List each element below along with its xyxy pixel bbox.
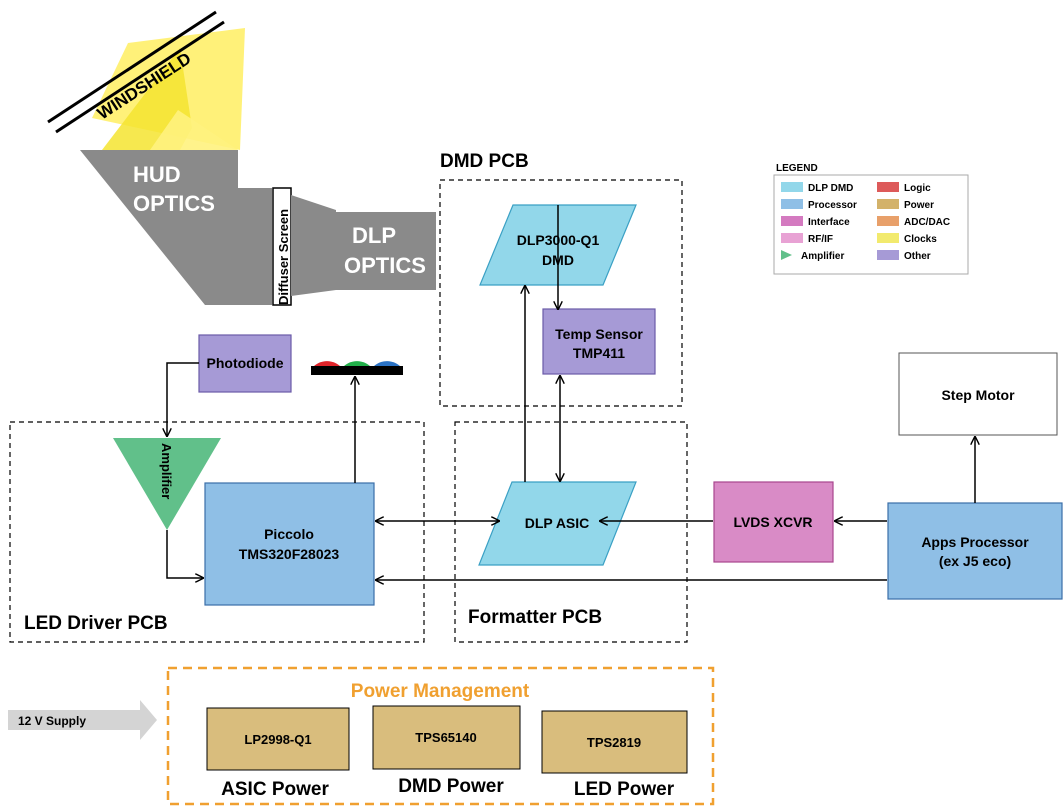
- dlp-asic-block: DLP ASIC: [478, 481, 637, 566]
- photodiode-to-amp-arrow: [167, 362, 199, 436]
- light-beam: [92, 28, 245, 150]
- legend-swatch: [877, 182, 899, 192]
- power-chip-label: TPS65140: [415, 730, 476, 745]
- hud-optics-label-2: OPTICS: [133, 191, 215, 216]
- legend-swatch: [781, 182, 803, 192]
- formatter-pcb-group: [454, 421, 688, 643]
- legend-label: Other: [904, 251, 931, 262]
- dlp-optics: DLP OPTICS: [291, 195, 436, 296]
- legend-label: Amplifier: [801, 251, 844, 262]
- connections: [167, 205, 975, 580]
- legend-label: Clocks: [904, 234, 937, 245]
- legend-swatch: [781, 250, 792, 260]
- legend-swatch: [877, 233, 899, 243]
- amplifier-block: Amplifier: [113, 438, 221, 530]
- legend-swatch: [781, 199, 803, 209]
- dlp-asic-label: DLP ASIC: [525, 515, 590, 531]
- lvds-xcvr-block: LVDS XCVR: [713, 481, 834, 563]
- dlp-optics-label-1: DLP: [352, 223, 396, 248]
- legend-swatch: [877, 250, 899, 260]
- legend-label: DLP DMD: [808, 183, 853, 194]
- power-chip-led: TPS2819 LED Power: [541, 710, 688, 800]
- rgb-led-icon: [311, 361, 403, 375]
- diffuser-label: Diffuser Screen: [276, 209, 291, 305]
- temp-sensor-label-2: TMP411: [573, 345, 625, 361]
- legend-item: Amplifier: [781, 250, 844, 262]
- temp-sensor-block: Temp Sensor TMP411: [542, 308, 656, 375]
- legend-item: Power: [877, 199, 934, 211]
- hud-optics: HUD OPTICS: [80, 150, 272, 305]
- power-rail-label: ASIC Power: [221, 779, 329, 800]
- piccolo-label-1: Piccolo: [264, 526, 314, 542]
- power-chip-label: LP2998-Q1: [244, 732, 311, 747]
- apps-processor-block: Apps Processor (ex J5 eco): [887, 502, 1063, 600]
- power-chip-asic: LP2998-Q1 ASIC Power: [206, 707, 350, 800]
- apps-processor-label-1: Apps Processor: [921, 534, 1029, 550]
- dmd-pcb-label: DMD PCB: [440, 151, 529, 172]
- piccolo-label-2: TMS320F28023: [239, 546, 340, 562]
- legend-label: Power: [904, 200, 934, 211]
- legend-label: Logic: [904, 183, 931, 194]
- photodiode-block: Photodiode: [198, 334, 292, 393]
- power-management-label: Power Management: [351, 681, 530, 702]
- dlp-optics-label-2: OPTICS: [344, 253, 426, 278]
- legend-item: Interface: [781, 216, 850, 228]
- temp-sensor-label-1: Temp Sensor: [555, 326, 643, 342]
- legend-item: RF/IF: [781, 233, 833, 245]
- legend-label: Interface: [808, 217, 850, 228]
- power-rail-label: DMD Power: [398, 776, 504, 797]
- legend-item: DLP DMD: [781, 182, 853, 194]
- legend-swatch: [877, 199, 899, 209]
- legend-item: ADC/DAC: [877, 216, 950, 228]
- power-chip-dmd: TPS65140 DMD Power: [372, 705, 521, 797]
- photodiode-label: Photodiode: [207, 355, 284, 371]
- legend-label: Processor: [808, 200, 857, 211]
- power-rail-label: LED Power: [574, 779, 675, 800]
- legend-swatch: [781, 216, 803, 226]
- formatter-pcb-label: Formatter PCB: [468, 607, 602, 628]
- legend-title: LEGEND: [776, 163, 818, 174]
- step-motor-block: Step Motor: [898, 352, 1058, 436]
- legend-item: Processor: [781, 199, 857, 211]
- legend-item: Logic: [877, 182, 931, 194]
- lvds-xcvr-label: LVDS XCVR: [733, 514, 812, 530]
- supply-label: 12 V Supply: [18, 714, 86, 728]
- supply-arrow: 12 V Supply: [8, 700, 157, 740]
- led-driver-pcb-group: [9, 421, 425, 643]
- legend-label: ADC/DAC: [904, 217, 950, 228]
- step-motor-label: Step Motor: [941, 387, 1015, 403]
- power-management-group: [166, 666, 715, 806]
- apps-processor-label-2: (ex J5 eco): [939, 553, 1011, 569]
- power-chip-label: TPS2819: [587, 735, 641, 750]
- piccolo-block: Piccolo TMS320F28023: [204, 482, 375, 606]
- hud-optics-label-1: HUD: [133, 162, 181, 187]
- diffuser-screen: Diffuser Screen: [272, 187, 292, 306]
- legend-item: Other: [877, 250, 931, 262]
- amplifier-label: Amplifier: [159, 443, 174, 499]
- legend-swatch: [781, 233, 803, 243]
- legend-item: Clocks: [877, 233, 937, 245]
- led-driver-pcb-label: LED Driver PCB: [24, 613, 168, 634]
- amp-to-piccolo-arrow: [166, 530, 203, 578]
- legend-swatch: [877, 216, 899, 226]
- legend-label: RF/IF: [808, 234, 833, 245]
